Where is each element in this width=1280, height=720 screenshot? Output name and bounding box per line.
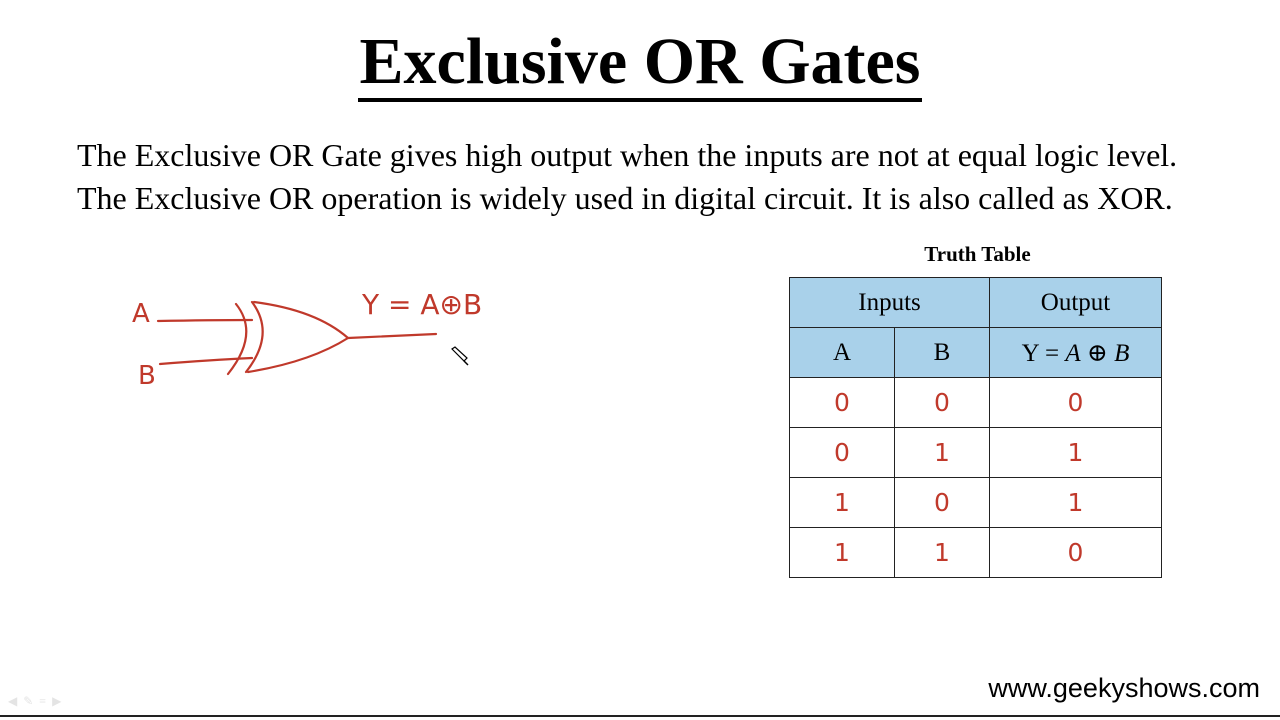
label-a: A: [132, 299, 150, 329]
table-row: 0 0 0: [789, 377, 1162, 428]
cell-y: 0: [989, 377, 1162, 428]
prev-arrow-icon[interactable]: ◀: [8, 694, 24, 708]
presentation-controls[interactable]: ◀✎≡▶: [8, 694, 67, 709]
cell-a: 0: [789, 427, 895, 478]
cell-a: 1: [789, 477, 895, 528]
table-row: 1 1 0: [789, 527, 1162, 578]
gate-back: [244, 300, 264, 374]
truth-table: Inputs Output A B Y = A ⊕ B 0 0 0 0 1 1 …: [789, 277, 1162, 578]
website-url: www.geekyshows.com: [988, 673, 1260, 703]
wire-a: [156, 318, 254, 323]
intro-paragraph: The Exclusive OR Gate gives high output …: [77, 137, 1178, 216]
menu-icon[interactable]: ≡: [39, 694, 53, 708]
bottom-divider: [0, 715, 1280, 717]
next-arrow-icon[interactable]: ▶: [52, 694, 68, 708]
cell-y: 0: [989, 527, 1162, 578]
xor-back-curve: [226, 302, 248, 376]
table-row: 1 0 1: [789, 477, 1162, 528]
cell-y: 1: [989, 477, 1162, 528]
cell-b: 0: [894, 377, 990, 428]
cell-a: 1: [789, 527, 895, 578]
truth-table-title: Truth Table: [924, 242, 1031, 266]
wire-y: [346, 332, 438, 340]
wire-b: [158, 356, 254, 366]
cell-b: 1: [894, 427, 990, 478]
col-a-header: A: [789, 327, 895, 378]
cell-y: 1: [989, 427, 1162, 478]
output-header: Output: [989, 277, 1162, 328]
cell-b: 0: [894, 477, 990, 528]
table-row: 0 1 1: [789, 427, 1162, 478]
label-b: B: [138, 361, 156, 390]
cell-b: 1: [894, 527, 990, 578]
page-title: Exclusive OR Gates: [0, 22, 1280, 102]
col-y-header: Y = A ⊕ B: [989, 327, 1162, 378]
col-b-header: B: [894, 327, 990, 378]
pen-icon[interactable]: ✎: [23, 694, 40, 708]
inputs-header: Inputs: [789, 277, 990, 328]
pen-cursor-icon: [451, 346, 469, 366]
xor-gate-sketch: A B Y = A⊕B: [132, 288, 482, 390]
cell-a: 0: [789, 377, 895, 428]
expression: Y = A⊕B: [361, 288, 482, 321]
